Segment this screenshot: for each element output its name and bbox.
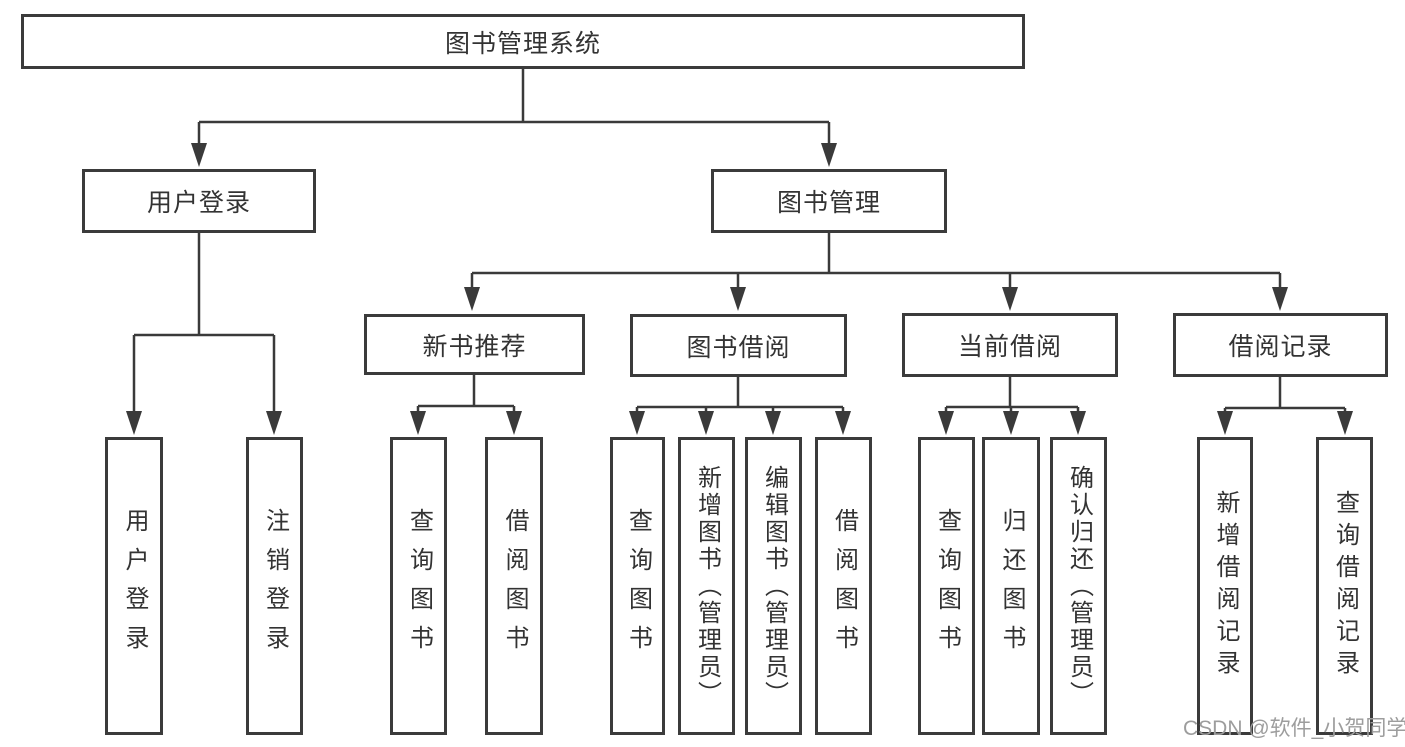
node-label: 借阅图书 [501,508,528,664]
arrowhead-current-borrow [1002,287,1018,311]
node-label: 新增借阅记录 [1212,490,1239,682]
node-new-book-recommend: 新书推荐 [364,314,585,375]
arrowhead-login-1 [126,411,142,435]
node-leaf-user-login: 用户登录 [105,437,163,735]
arrowhead-book-borrow [730,287,746,311]
node-label: 查询图书 [405,508,433,664]
node-book-management: 图书管理 [711,169,947,233]
arrowhead-user-login [191,143,207,167]
node-leaf-borrow-books-recommend: 借阅图书 [485,437,543,735]
arrowhead-new-books [464,287,480,311]
watermark: CSDN @软件_小贺同学 [1183,717,1405,740]
node-leaf-confirm-return-admin: 确认归还（管理员） [1050,437,1107,735]
node-current-borrow: 当前借阅 [902,313,1118,377]
node-borrow-records: 借阅记录 [1173,313,1388,377]
node-leaf-query-books-borrow: 查询图书 [610,437,665,735]
arrowhead-current-1 [938,411,954,435]
arrowhead-records-1 [1217,411,1233,435]
arrowhead-records-2 [1337,411,1353,435]
arrowhead-borrow-4 [835,411,851,435]
arrowhead-borrow-2 [698,411,714,435]
node-label: 查询借阅记录 [1331,490,1359,682]
node-leaf-query-books-current: 查询图书 [918,437,975,735]
arrowhead-current-2 [1003,411,1019,435]
arrowhead-borrow-1 [629,411,645,435]
arrowhead-login-2 [266,411,282,435]
arrowhead-current-3 [1070,411,1086,435]
node-label: 注销登录 [261,508,289,664]
node-leaf-add-books-admin: 新增图书（管理员） [678,437,735,735]
node-label: 借阅图书 [830,508,858,664]
arrowhead-newbooks-1 [410,411,426,435]
node-label: 用户登录 [121,508,148,664]
arrowhead-borrow-3 [765,411,781,435]
node-user-login: 用户登录 [82,169,316,233]
node-leaf-borrow-books: 借阅图书 [815,437,872,735]
node-leaf-return-books: 归还图书 [982,437,1040,735]
node-leaf-query-books-recommend: 查询图书 [390,437,447,735]
node-label: 编辑图书（管理员） [760,464,788,708]
node-leaf-add-borrow-record: 新增借阅记录 [1197,437,1253,735]
node-leaf-query-borrow-record: 查询借阅记录 [1316,437,1373,735]
node-label: 归还图书 [998,508,1025,664]
arrowhead-newbooks-2 [506,411,522,435]
node-label: 新增图书（管理员） [693,464,721,708]
node-leaf-logout: 注销登录 [246,437,303,735]
arrowhead-book-mgmt [821,143,837,167]
node-root: 图书管理系统 [21,14,1025,69]
node-leaf-edit-books-admin: 编辑图书（管理员） [745,437,802,735]
node-label: 查询图书 [624,508,652,664]
node-book-borrow: 图书借阅 [630,314,847,377]
node-label: 确认归还（管理员） [1065,464,1093,708]
arrowhead-borrow-records [1272,287,1288,311]
node-label: 查询图书 [933,508,961,664]
